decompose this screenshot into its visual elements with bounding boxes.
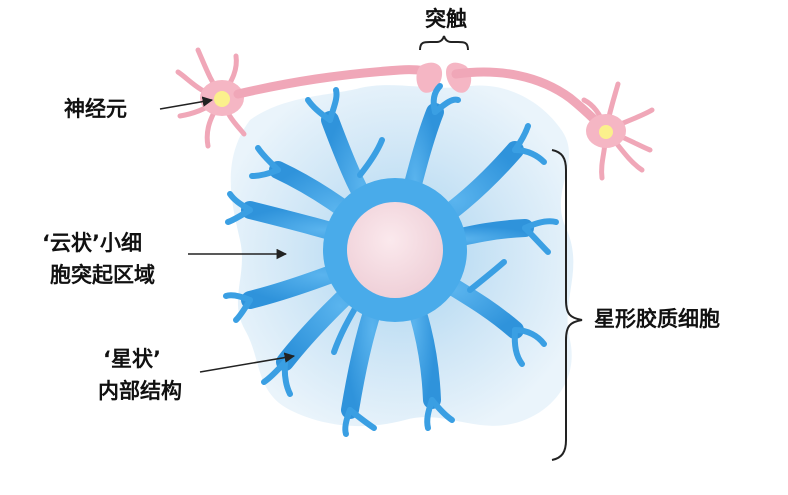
cloud-region-label-line1: ‘云状’小细 <box>42 231 142 255</box>
astrocyte-star <box>223 83 559 437</box>
synapse-left-terminal <box>416 62 443 93</box>
neuron-arrow <box>159 96 214 110</box>
star-structure-arrow <box>199 352 296 373</box>
cloud-region-label-line2: 胞突起区域 <box>50 263 155 287</box>
soma-nucleus <box>347 202 443 298</box>
neuron-label: 神经元 <box>64 97 127 121</box>
neuron-nucleus-right <box>599 125 613 139</box>
neuron-nucleus-left <box>214 91 230 107</box>
star-structure-label-line2: 内部结构 <box>98 379 182 403</box>
astrocyte-label: 星形胶质细胞 <box>594 307 720 331</box>
astrocyte-brace <box>551 149 583 461</box>
synapse-label: 突触 <box>425 7 467 31</box>
star-structure-label-line1: ‘星状’ <box>103 347 161 371</box>
synapse-bracket <box>419 35 469 51</box>
neuron-chain <box>175 47 655 181</box>
